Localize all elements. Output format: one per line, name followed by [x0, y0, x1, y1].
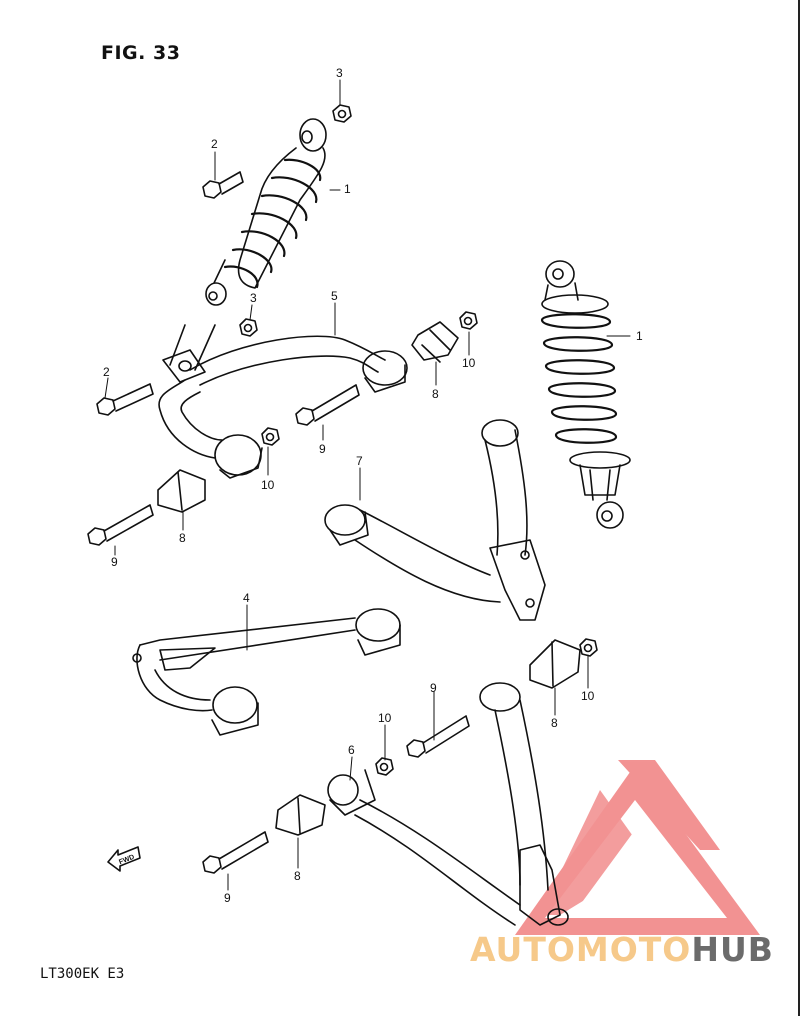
- nut-icon: [375, 757, 394, 776]
- callout-1: 1: [344, 182, 351, 196]
- suspension-arm-icon: [327, 682, 569, 926]
- bolt-icon: [202, 171, 244, 199]
- callout-10: 10: [261, 478, 275, 492]
- watermark-part-1: AUTOMOTO: [470, 930, 692, 969]
- figure-title: FIG. 33: [101, 42, 181, 64]
- callout-1: 1: [636, 329, 643, 343]
- callout-2: 2: [103, 365, 110, 379]
- bushing-icon: [529, 639, 581, 689]
- watermark-text: AUTOMOTOHUB: [470, 930, 774, 969]
- bolt-icon: [87, 504, 154, 546]
- callout-7: 7: [356, 454, 363, 468]
- bolt-icon: [295, 384, 360, 426]
- callout-9: 9: [111, 555, 118, 569]
- nut-icon: [459, 311, 478, 330]
- callout-8: 8: [179, 531, 186, 545]
- callout-5: 5: [331, 289, 338, 303]
- model-code: LT300EK E3: [40, 966, 125, 982]
- callout-8: 8: [551, 716, 558, 730]
- callout-2: 2: [211, 137, 218, 151]
- leader-lines: [104, 79, 631, 891]
- nut-icon: [579, 638, 598, 657]
- shock-absorber-icon: [540, 260, 631, 529]
- callout-4: 4: [243, 591, 250, 605]
- nut-icon: [332, 104, 352, 123]
- callout-10: 10: [462, 356, 476, 370]
- callout-10: 10: [378, 711, 392, 725]
- suspension-arm-icon: [132, 608, 401, 736]
- callout-3: 3: [250, 291, 257, 305]
- bolt-icon: [406, 715, 470, 758]
- bolt-icon: [202, 831, 269, 874]
- nut-icon: [261, 427, 280, 446]
- callout-3: 3: [336, 66, 343, 80]
- callout-6: 6: [348, 743, 355, 757]
- watermark-part-2: HUB: [691, 930, 774, 969]
- fwd-arrow-icon: FWD: [107, 846, 141, 872]
- callout-8: 8: [294, 869, 301, 883]
- bushing-icon: [157, 469, 206, 513]
- page-edge: [798, 0, 800, 1016]
- callout-8: 8: [432, 387, 439, 401]
- bolt-icon: [96, 383, 154, 416]
- suspension-arm-icon: [324, 419, 546, 621]
- bushing-icon: [275, 794, 326, 836]
- callout-9: 9: [430, 681, 437, 695]
- shock-absorber-icon: [205, 118, 327, 306]
- suspension-arm-icon: [158, 324, 408, 479]
- callout-9: 9: [224, 891, 231, 905]
- callout-9: 9: [319, 442, 326, 456]
- callout-10: 10: [581, 689, 595, 703]
- nut-icon: [239, 318, 258, 337]
- bushing-icon: [411, 321, 459, 363]
- logo-icon: [515, 760, 760, 935]
